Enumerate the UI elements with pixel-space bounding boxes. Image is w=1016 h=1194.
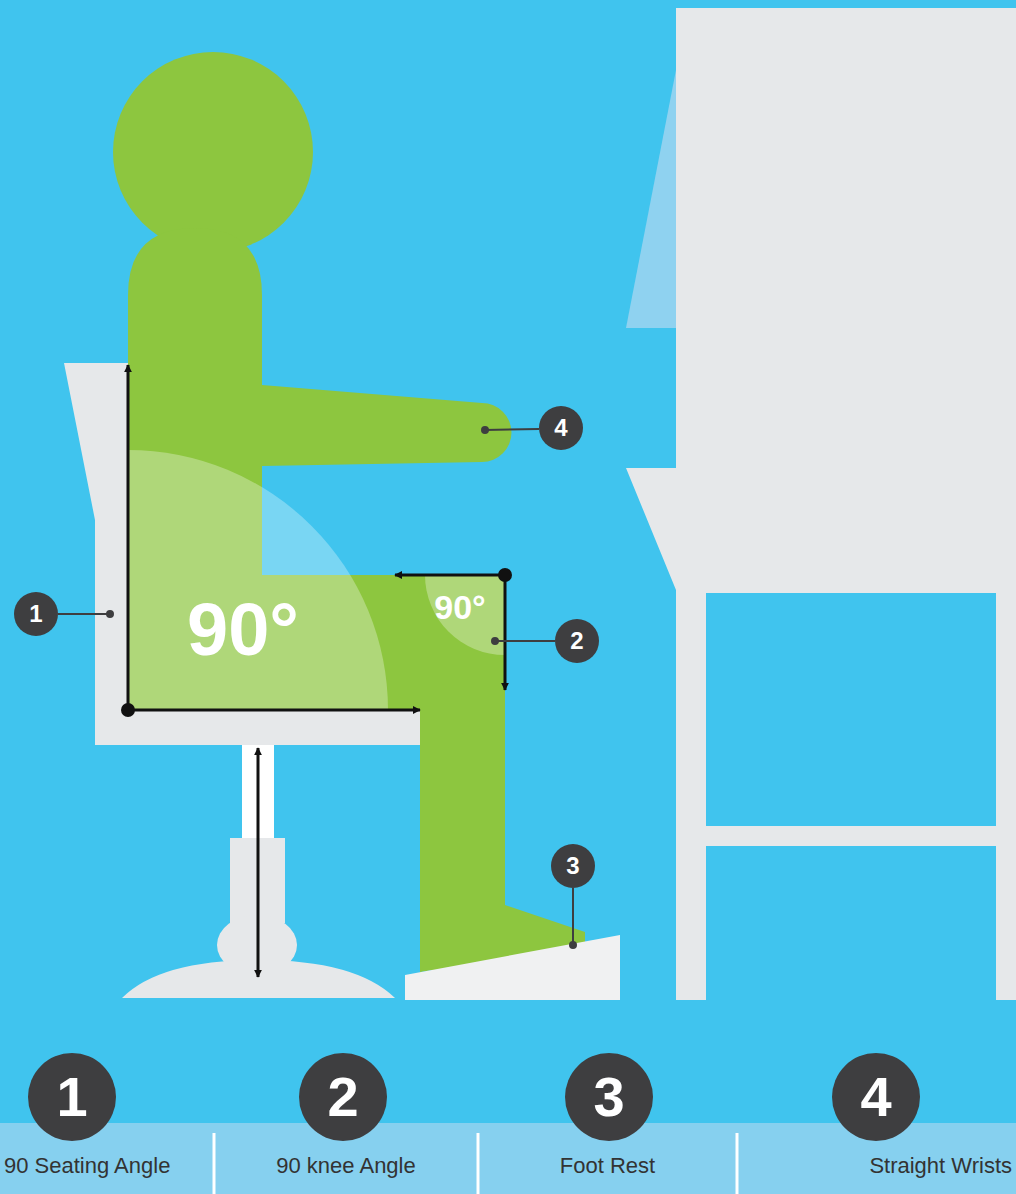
band-divider: [736, 1133, 739, 1194]
callout-text: 4: [554, 416, 567, 440]
monitor: [676, 8, 1016, 468]
legend-cell: 4Straight Wrists: [737, 1053, 1016, 1194]
leader-lines: [58, 427, 576, 948]
step-number: 3: [565, 1053, 653, 1141]
angle-dot: [121, 703, 135, 717]
legend-cell: 1 90 Seating Angle: [0, 1053, 214, 1194]
person-head: [113, 52, 313, 252]
angle-arrow: [395, 574, 505, 577]
angle-arrow: [504, 575, 507, 690]
step-label: Straight Wrists: [869, 1153, 1012, 1179]
legend-cell: 3Foot Rest: [478, 1053, 737, 1194]
monitor-stand: [626, 70, 676, 328]
desk: [626, 468, 1016, 1000]
leader-dot: [570, 942, 576, 948]
foot-rest: [405, 935, 620, 1000]
callout-number: 4: [539, 406, 583, 450]
callout-text: 1: [29, 602, 42, 626]
angle-overlay: [128, 450, 388, 710]
angle-dot: [498, 568, 512, 582]
angle-label: 90°: [434, 590, 485, 624]
angle-arrow: [128, 709, 420, 712]
callout-number: 2: [555, 619, 599, 663]
band-divider: [477, 1133, 480, 1194]
leader-line: [485, 429, 539, 430]
step-number: 1: [28, 1053, 116, 1141]
leader-line: [495, 640, 555, 642]
leader-dot: [492, 638, 498, 644]
height-arrow: [257, 748, 260, 977]
legend-cell: 2 90 knee Angle: [214, 1053, 478, 1194]
leader-dot: [482, 427, 488, 433]
callout-text: 2: [570, 629, 583, 653]
angle-overlay: [425, 575, 505, 655]
desk-opening: [706, 593, 996, 826]
chair-seat: [95, 710, 420, 745]
desk-opening: [706, 846, 996, 1000]
chair-back: [64, 363, 128, 745]
step-label: 90 knee Angle: [214, 1153, 478, 1179]
step-label: Foot Rest: [478, 1153, 737, 1179]
band-divider: [213, 1133, 216, 1194]
step-number: 2: [299, 1053, 387, 1141]
leader-line: [572, 888, 574, 945]
callout-text: 3: [566, 854, 579, 878]
person-arm: [262, 385, 512, 466]
step-number: 4: [832, 1053, 920, 1141]
step-label: 90 Seating Angle: [4, 1153, 170, 1179]
angle-arrow: [127, 365, 130, 710]
callout-number: 1: [14, 592, 58, 636]
leader-line: [58, 613, 110, 615]
leader-dot: [107, 611, 113, 617]
band-dividers: [214, 1133, 737, 1194]
callout-number: 3: [551, 844, 595, 888]
angle-label: 90°: [187, 593, 299, 667]
